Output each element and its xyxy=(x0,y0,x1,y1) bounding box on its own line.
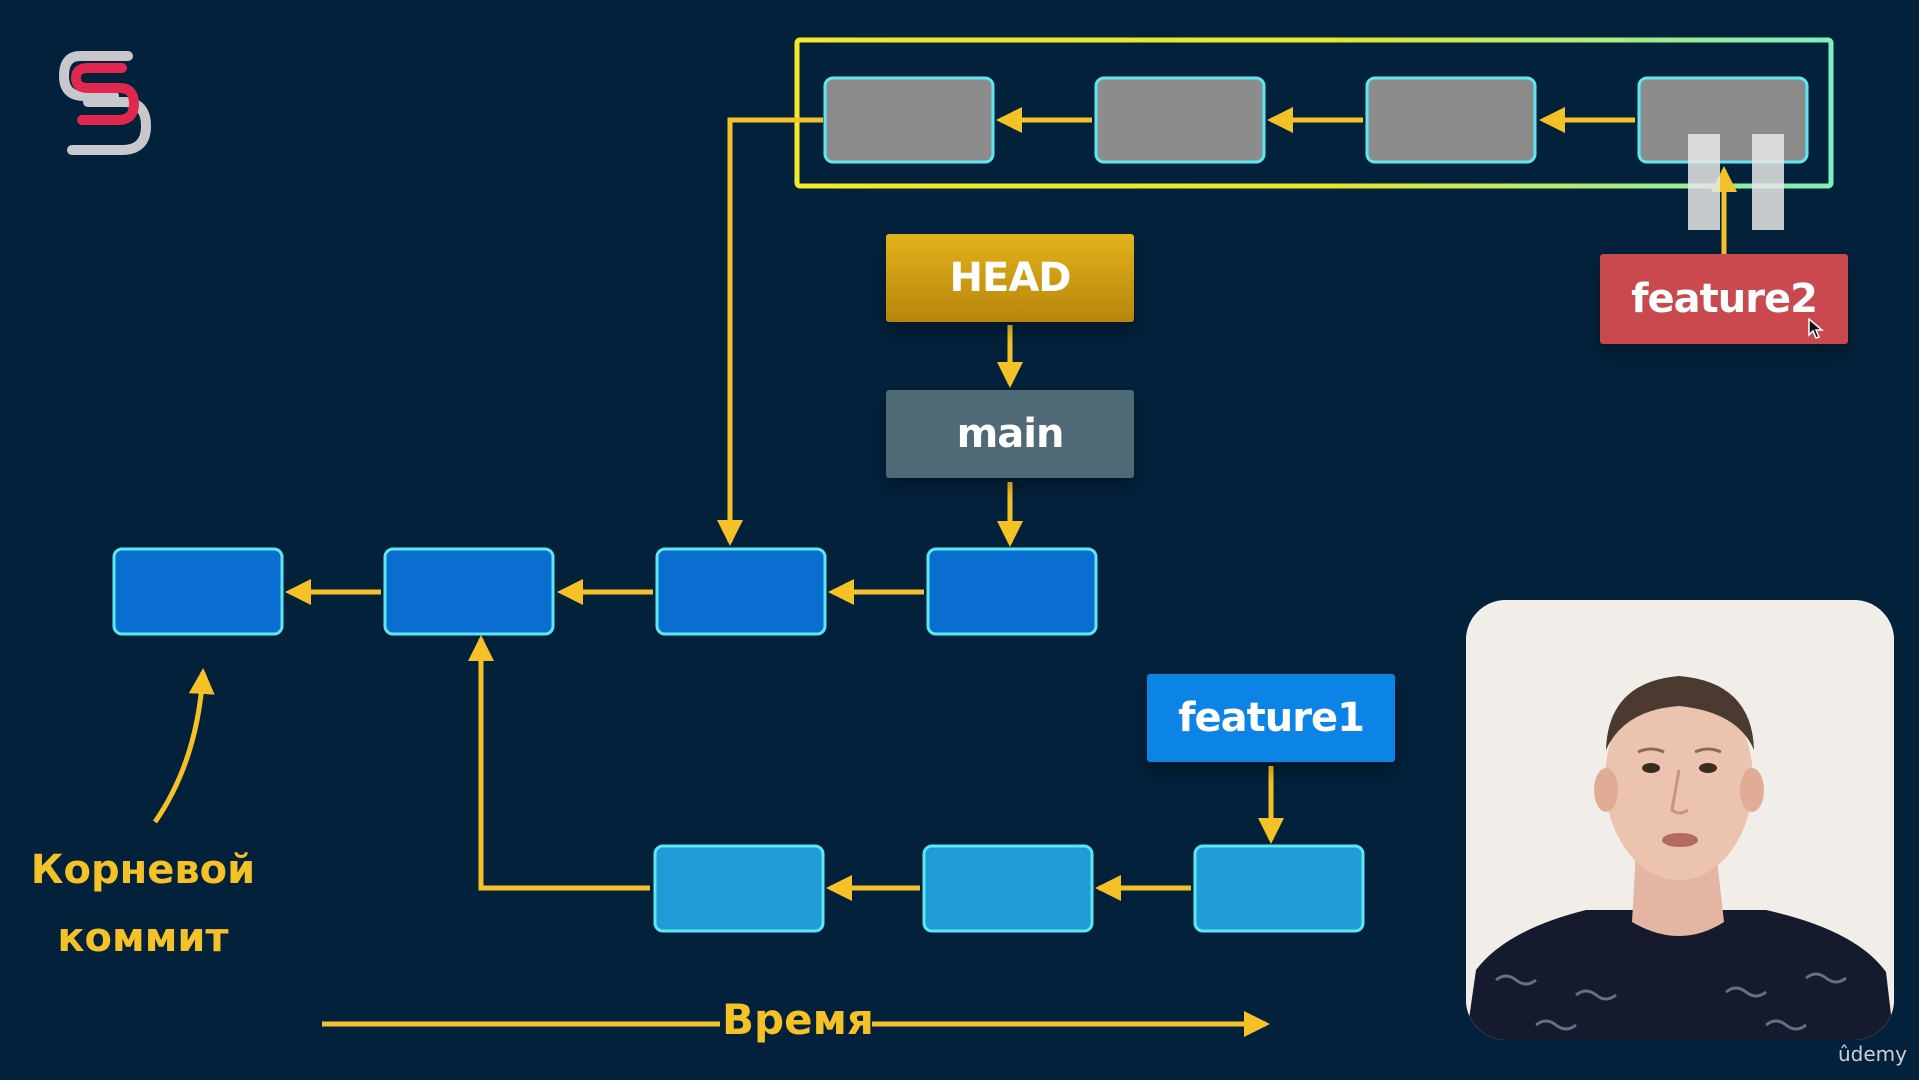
commit-node[interactable] xyxy=(653,844,825,933)
root-commit-node[interactable] xyxy=(112,547,284,636)
commit-node[interactable] xyxy=(922,844,1094,933)
feature2-commits xyxy=(823,76,1809,164)
main-branch-label: main xyxy=(886,390,1134,478)
pause-icon[interactable] xyxy=(1688,134,1788,230)
commit-node[interactable] xyxy=(1365,76,1537,164)
udemy-watermark: ûdemy xyxy=(1838,1042,1907,1066)
commit-node[interactable] xyxy=(1094,76,1266,164)
root-commit-line1: Корневой xyxy=(30,847,256,893)
feature2-highlight-frame xyxy=(794,37,1834,189)
branch-connector-arrow xyxy=(468,635,650,891)
feature2-branch-label: feature2 xyxy=(1600,254,1848,344)
s-logo-icon xyxy=(58,51,152,155)
root-commit-annotation: Корневой коммит xyxy=(20,836,266,972)
commit-node[interactable] xyxy=(926,547,1098,636)
main-commits xyxy=(112,547,1098,636)
commit-node[interactable] xyxy=(383,547,555,636)
mouse-cursor-icon xyxy=(1808,318,1824,339)
feature1-branch-label: feature1 xyxy=(1147,674,1395,762)
root-commit-line2: коммит xyxy=(57,915,229,961)
head-label: HEAD xyxy=(886,234,1134,322)
presenter-webcam-video xyxy=(1466,600,1894,1040)
root-commit-arrow xyxy=(152,668,215,824)
time-axis-label: Время xyxy=(722,995,874,1044)
branch-connector-arrow xyxy=(717,117,823,546)
presenter-figure xyxy=(1466,600,1894,1040)
feature1-commits xyxy=(653,844,1365,933)
commit-node[interactable] xyxy=(655,547,827,636)
commit-node[interactable] xyxy=(823,76,995,164)
commit-node[interactable] xyxy=(1193,844,1365,933)
